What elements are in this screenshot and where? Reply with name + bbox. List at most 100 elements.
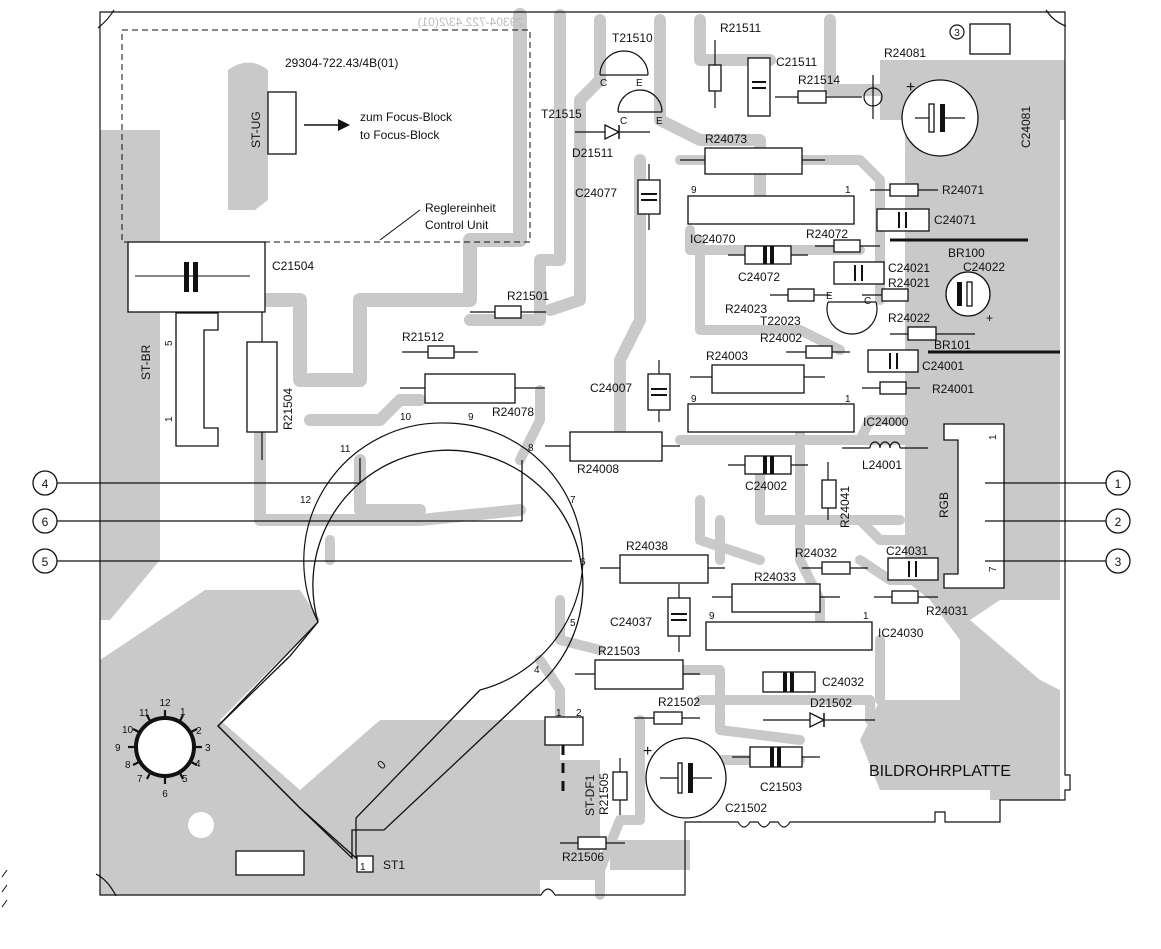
rgb-connector: RGB 1 7 [937, 423, 1005, 589]
r24022: R24022 [888, 311, 975, 341]
c24002: C24002 [728, 455, 808, 493]
r21502-label: R21502 [658, 695, 700, 709]
r24073: R24073 [680, 132, 825, 175]
dial-10: 10 [122, 725, 134, 736]
ic24070-pin1: 1 [845, 185, 851, 196]
st1-connector: 1 ST1 [356, 855, 405, 873]
focus-dest-de: zum Focus-Block [360, 110, 453, 124]
pin-3-label: 3 [1115, 555, 1122, 569]
st1-pin: 1 [360, 862, 366, 873]
t21515-pin-e: E [656, 116, 663, 127]
ic24030: 9 1 IC24030 [705, 611, 924, 651]
r24001: R24001 [862, 381, 974, 396]
st-ug-connector [267, 91, 297, 155]
t21515: T21515 C E [541, 89, 663, 127]
br100-label: BR100 [948, 246, 985, 260]
r24038-label: R24038 [626, 539, 668, 553]
socket-pin-11: 11 [340, 444, 351, 455]
d21511: D21511 [572, 123, 650, 160]
r21502: R21502 [634, 695, 700, 725]
c24022-label: C24022 [963, 260, 1005, 274]
r24021: R24021 [862, 276, 930, 302]
st-df1-connector: 1 2 ST-DF1 [544, 708, 597, 816]
ic24030-pin1: 1 [863, 611, 869, 622]
ic24070-label: IC24070 [690, 232, 736, 246]
c24001: C24001 [867, 349, 964, 373]
c21504: C21504 [127, 241, 314, 313]
ic24000-pin9: 9 [691, 394, 697, 405]
c24032-label: C24032 [822, 675, 864, 689]
control-unit-dashed-box [121, 29, 531, 243]
pin-6-marker [32, 508, 58, 534]
c21502: + C21502 [643, 737, 767, 819]
t21510-pin-e: E [636, 78, 643, 89]
c24007-label: C24007 [590, 381, 632, 395]
r24033-label: R24033 [754, 570, 796, 584]
corner-mark: 3 [954, 28, 960, 39]
socket-pin-5: 5 [570, 618, 576, 629]
r24081: R24081 [863, 46, 926, 119]
r21514: R21514 [775, 73, 862, 104]
control-unit-name-de: Reglereinheit [425, 201, 496, 215]
r21505-label: R21505 [597, 773, 611, 815]
c24081: + C24081 [901, 79, 1033, 157]
c24081-label: C24081 [1019, 106, 1033, 148]
ic24030-label: IC24030 [878, 626, 924, 640]
d21502: D21502 [763, 696, 875, 729]
pin-5-marker [32, 548, 58, 574]
ic24030-pin9: 9 [709, 611, 715, 622]
r24071-label: R24071 [942, 183, 984, 197]
pin-6-label: 6 [42, 515, 49, 529]
st-br-connector: ST-BR 5 1 [139, 312, 219, 447]
c21511: C21511 [747, 55, 817, 117]
dial-5: 5 [182, 774, 188, 785]
r24032: R24032 [795, 546, 868, 575]
br101: BR101 [928, 338, 1060, 354]
r21504-label: R21504 [281, 388, 295, 430]
l24001-label: L24001 [862, 458, 902, 472]
c21504-label: C21504 [272, 259, 314, 273]
r21505: R21505 [597, 758, 628, 815]
dial-3: 3 [205, 743, 211, 754]
t22023-label: T22023 [760, 314, 801, 328]
c24021-label: C24021 [888, 261, 930, 275]
c24022: C24022 + [945, 260, 1005, 325]
d21511-label: D21511 [572, 146, 613, 160]
r21512-label: R21512 [402, 330, 444, 344]
pin-4-label: 4 [42, 477, 49, 491]
r24022-label: R24022 [888, 311, 930, 325]
r24003: R24003 [690, 349, 825, 394]
dial-2: 2 [196, 726, 202, 737]
external-pins-left: 4 6 5 [32, 458, 572, 574]
c21502-plus: + [643, 743, 652, 760]
pin-1-marker [1105, 470, 1131, 496]
st1-label: ST1 [383, 858, 405, 872]
dial-7: 7 [137, 774, 143, 785]
r24003-label: R24003 [706, 349, 748, 363]
st-df1-pin2: 2 [576, 708, 582, 719]
c21502-label: C21502 [725, 801, 767, 815]
control-unit-name-en: Control Unit [425, 218, 489, 232]
r24038: R24038 [600, 539, 725, 584]
ic24000: 9 1 IC24000 [687, 394, 909, 433]
c24071: C24071 [876, 208, 976, 232]
mounting-hole [182, 806, 220, 844]
r21514-label: R21514 [798, 73, 840, 87]
c24077-label: C24077 [575, 186, 617, 200]
r21501-label: R21501 [507, 289, 549, 303]
r24041: R24041 [821, 462, 852, 528]
socket-pin-8: 8 [528, 443, 534, 454]
c24081-plus: + [906, 79, 915, 96]
bottom-left-pad [235, 850, 305, 876]
r21506: R21506 [560, 836, 625, 864]
corner-pad [969, 23, 1011, 55]
dial-6: 6 [162, 789, 168, 800]
c24021: C24021 [833, 261, 930, 285]
l24001: L24001 [842, 441, 928, 472]
r24071: R24071 [870, 183, 984, 197]
pin-4-marker [32, 470, 58, 496]
dial-11: 11 [139, 708, 150, 719]
socket-pin-10: 10 [400, 412, 412, 423]
board-title: BILDROHRPLATTE [869, 763, 1011, 780]
r21511-label: R21511 [720, 21, 761, 35]
